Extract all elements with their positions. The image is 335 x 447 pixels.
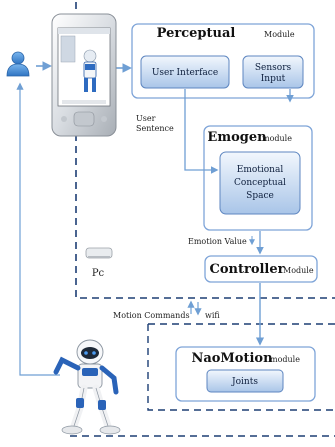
perceptual-module-title: Perceptual [157,26,236,41]
emotional-space-box [219,151,301,215]
emogen-module-suffix: module [262,134,292,143]
user-sentence-label-2: Sentence [136,124,174,133]
motion-commands-label: Motion Commands [113,311,190,320]
emotional-space-label-2: Conceptual [234,178,286,188]
arrow-ui-to-emogen [184,89,219,174]
emotional-space-label: Emotional [237,165,284,175]
controller-module-box [204,255,318,283]
joints-box [206,369,284,393]
sensors-input-box [242,55,304,89]
perceptual-module-suffix: Module [264,30,295,39]
emogen-module-title: Emogen [207,130,267,145]
robot-icon [53,339,121,435]
smartphone-icon [51,13,117,137]
user-interface-box [140,55,230,89]
user-sentence-label: User [136,114,156,123]
arrow-robot-feedback-to-user [16,82,60,376]
controller-module-suffix: Module [283,266,314,275]
naomotion-module-suffix: module [270,355,300,364]
emotional-space-label-3: Space [246,191,274,201]
user-icon [6,51,30,77]
wifi-label: wifi [205,311,220,320]
joints-label: Joints [231,377,258,387]
controller-module-title: Controller [210,262,285,277]
naomotion-module-title: NaoMotion [191,351,273,366]
robot-boundary-dashed-frame [147,323,335,411]
mac-mini-icon [85,247,113,259]
sensors-input-label: Sensors [255,63,292,73]
emotion-value-label: Emotion Value [188,237,247,246]
user-interface-label: User Interface [152,68,218,78]
sensors-input-label-2: Input [261,74,286,84]
pc-label: Pc [92,268,105,279]
